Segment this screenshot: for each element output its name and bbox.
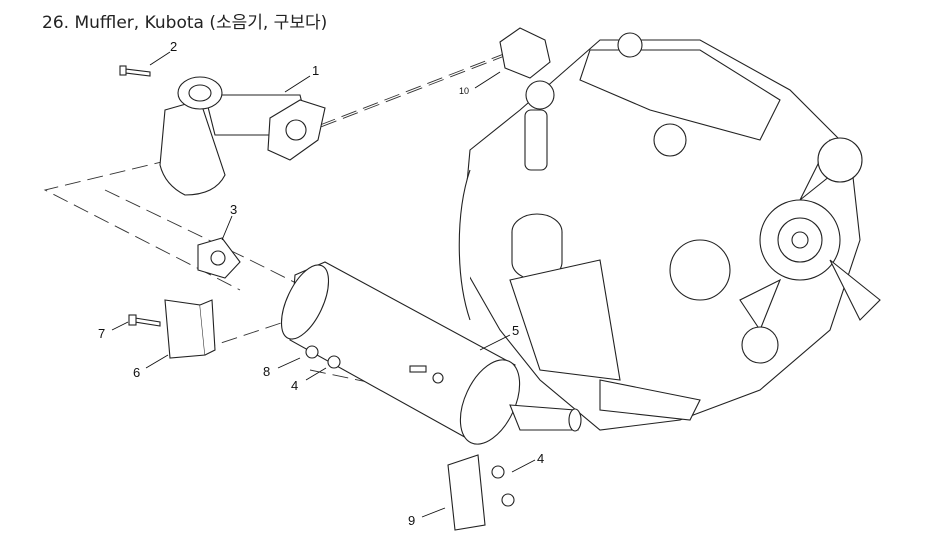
callout-8: 8 [263,364,270,379]
callout-7: 7 [98,326,105,341]
bracket-9 [447,454,515,531]
callout-3: 3 [230,202,237,217]
callout-2: 2 [170,39,177,54]
callout-1: 1 [312,63,319,78]
callout-4-lower: 4 [537,451,544,466]
leader-lines [111,51,536,518]
nut-washer-8-4 [305,345,444,384]
gasket-3 [197,237,241,279]
callout-5: 5 [512,323,519,338]
bolt-2 [119,65,151,77]
callout-10: 10 [459,86,469,96]
gasket-10 [499,27,551,79]
bracket-6 [164,299,216,359]
bolt-7 [128,314,161,327]
callout-6: 6 [133,365,140,380]
callout-4: 4 [291,378,298,393]
exhaust-pipe [159,76,326,196]
engine-block [458,32,881,431]
callout-9: 9 [408,513,415,528]
muffler [280,261,582,445]
diagram-title: 26. Muffler, Kubota (소음기, 구보다) [42,13,328,33]
